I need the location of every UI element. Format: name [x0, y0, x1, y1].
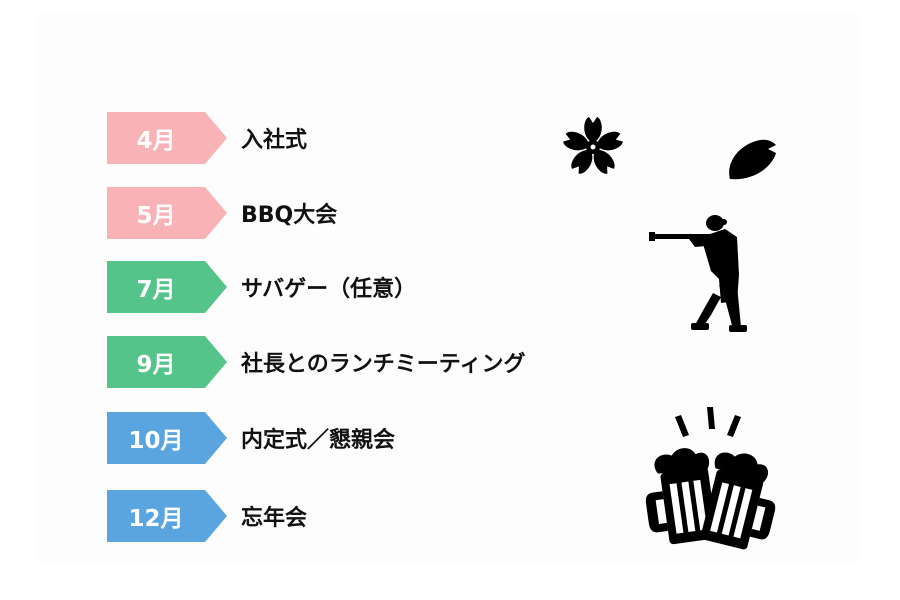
month-label: 7月: [136, 277, 176, 303]
soldier-icon: [649, 215, 747, 332]
month-tag: 4月: [107, 112, 227, 164]
event-label: 内定式／懇親会: [241, 428, 396, 453]
month-tag: 12月: [107, 490, 227, 542]
month-tag: 5月: [107, 187, 227, 239]
month-label: 4月: [136, 128, 176, 154]
event-label: 社長とのランチミーティング: [241, 352, 526, 377]
month-tag: 9月: [107, 336, 227, 388]
month-tag: 10月: [107, 412, 227, 464]
month-label: 10月: [128, 428, 184, 454]
event-row-september: 9月 社長とのランチミーティング: [107, 336, 807, 388]
event-row-may: 5月 BBQ大会: [107, 187, 807, 239]
event-label: 入社式: [241, 128, 308, 153]
month-label: 9月: [136, 352, 176, 378]
month-label: 5月: [136, 203, 176, 229]
month-label: 12月: [128, 506, 184, 532]
beer-toast-icon: [645, 407, 776, 550]
event-label: 忘年会: [241, 506, 308, 531]
event-row-april: 4月 入社式: [107, 112, 807, 164]
petal-icon: [729, 139, 776, 180]
event-row-december: 12月 忘年会: [107, 490, 807, 542]
event-label: BBQ大会: [241, 203, 338, 228]
event-row-july: 7月 サバゲー（任意）: [107, 261, 807, 313]
cherry-blossom-icon: [563, 117, 623, 174]
month-tag: 7月: [107, 261, 227, 313]
event-label: サバゲー（任意）: [241, 277, 417, 302]
event-row-october: 10月 内定式／懇親会: [107, 412, 807, 464]
